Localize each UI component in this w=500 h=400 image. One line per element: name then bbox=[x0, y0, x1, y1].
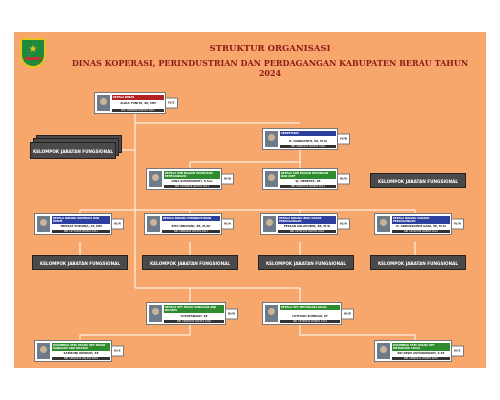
person-name: LUTFIADI ZUHRIAN, ST bbox=[292, 315, 328, 318]
position-title: SEKRETARIS bbox=[280, 131, 336, 136]
person-nip: NIP. 19860212 200903 2007 bbox=[392, 357, 450, 360]
berau-regency-logo: ★ bbox=[20, 38, 46, 68]
position-title: KASUBBAG TATA USAHA UPT METROLOGI LEGAL bbox=[392, 343, 450, 351]
position-title: KEPALA DINAS bbox=[112, 95, 164, 100]
bidang-sarana-card[interactable]: KEPALA BIDANG SARANA PERDAGANGAN H. ABDU… bbox=[374, 213, 464, 235]
position-title: KEPALA SUB BAGIAN UMUM DAN KEPEGAWAIAN bbox=[164, 171, 220, 179]
person-name: YUSUFANSAH, SE bbox=[180, 315, 208, 318]
person-nip: NIP. 19830205 200701 1002 bbox=[164, 320, 224, 323]
grade-badge: IV/A bbox=[337, 218, 350, 230]
sekretaris-card[interactable]: SEKRETARIS H. HARDIANTO, SE, M.Si NIP. 1… bbox=[262, 128, 350, 150]
person-nip: NIP. 19680602199303 2007 bbox=[112, 109, 164, 112]
person-name: SAMSUNI INDRIAH, SE bbox=[63, 352, 99, 355]
grade-badge: IV/B bbox=[337, 133, 350, 145]
grade-badge: III/D bbox=[221, 173, 234, 185]
person-name: RITA INDAYANI, SE, M.AP bbox=[171, 225, 211, 228]
person-photo bbox=[263, 216, 276, 232]
person-name: SRI DEWI ASTIANINGSIH, S.ST bbox=[397, 352, 445, 355]
person-photo bbox=[37, 343, 50, 359]
person-name: H. HARDIANTO, SE, M.Si bbox=[289, 140, 327, 143]
person-name: H. ABDURRAHIM GANI, SE, M.Si bbox=[396, 225, 446, 228]
grade-badge: III/C bbox=[451, 345, 464, 357]
position-title: KEPALA BIDANG PERINDUSTRIAN bbox=[162, 216, 220, 221]
kasubbag-upt-pasar-card[interactable]: KASUBBAG TATA USAHA UPT PASAR SANGGAM AD… bbox=[34, 340, 124, 362]
person-photo bbox=[149, 171, 162, 187]
position-title: KEPALA SUB BAGIAN KEUANGAN DAN ASET bbox=[280, 171, 336, 179]
position-title: KEPALA UPT PASAR SANGGAM ADJI DILAYAS bbox=[164, 305, 224, 313]
person-name: TRIKSAT SURIANA, ST, MM bbox=[60, 225, 102, 228]
fungsional-perindustrian: KELOMPOK JABATAN FUNGSIONAL bbox=[142, 255, 238, 270]
fungsional-bina-usaha: KELOMPOK JABATAN FUNGSIONAL bbox=[258, 255, 354, 270]
person-photo bbox=[149, 305, 162, 322]
person-name: ALIDA YUNITA, SE, MM bbox=[120, 102, 156, 105]
person-photo bbox=[377, 343, 390, 359]
grade-badge: III/D bbox=[225, 308, 238, 319]
kasubbag-upt-metrologi-card[interactable]: KASUBBAG TATA USAHA UPT METROLOGI LEGAL … bbox=[374, 340, 464, 362]
person-photo bbox=[97, 95, 110, 111]
person-photo bbox=[147, 216, 160, 232]
grade-badge: III/C bbox=[111, 345, 124, 357]
person-nip: NIP. 19810715 200903 2011 bbox=[280, 185, 336, 188]
fungsional-koperasi: KELOMPOK JABATAN FUNGSIONAL bbox=[32, 255, 128, 270]
person-nip: NIP. 19770405 200501 1011 bbox=[52, 230, 110, 233]
person-nip: NIP. 19801215 200502 1002 bbox=[280, 145, 336, 148]
page-subtitle: DINAS KOPERASI, PERINDUSTRIAN DAN PERDAG… bbox=[71, 58, 469, 78]
upt-pasar-card[interactable]: KEPALA UPT PASAR SANGGAM ADJI DILAYAS YU… bbox=[146, 302, 238, 325]
grade-badge: IV/A bbox=[111, 218, 124, 230]
position-title: KEPALA BIDANG BINA USAHA PERDAGANGAN bbox=[278, 216, 336, 224]
position-title: KASUBBAG TATA USAHA UPT PASAR SANGGAM AD… bbox=[52, 343, 110, 351]
star-icon: ★ bbox=[28, 44, 38, 55]
person-photo bbox=[377, 216, 390, 232]
position-title: KEPALA BIDANG SARANA PERDAGANGAN bbox=[392, 216, 450, 224]
person-nip: NIP. 19790826 200701 2011 bbox=[164, 185, 220, 188]
person-nip: NIP. 19790520 200801 1012 bbox=[280, 320, 340, 323]
person-nip: NIP. 19820522 201001 2016 bbox=[52, 357, 110, 360]
bidang-perindustrian-card[interactable]: KEPALA BIDANG PERINDUSTRIAN RITA INDAYAN… bbox=[144, 213, 234, 235]
position-title: KEPALA BIDANG KOPERASI DAN UMKM bbox=[52, 216, 110, 224]
person-photo bbox=[265, 305, 278, 322]
person-name: DINA KUSUMAWATI, S.Sos bbox=[171, 180, 213, 183]
position-title: KEPALA UPT METROLOGI LEGAL bbox=[280, 305, 340, 310]
kepala-dinas-card[interactable]: KEPALA DINAS ALIDA YUNITA, SE, MM NIP. 1… bbox=[94, 92, 178, 114]
page-title: STRUKTUR ORGANISASI bbox=[209, 44, 331, 54]
upt-metrologi-card[interactable]: KEPALA UPT METROLOGI LEGAL LUTFIADI ZUHR… bbox=[262, 302, 354, 325]
person-nip: NIP. 19760702 200003 1012 bbox=[392, 230, 450, 233]
logo-band bbox=[25, 57, 41, 60]
grade-badge: III/D bbox=[341, 308, 354, 319]
person-photo bbox=[37, 216, 50, 232]
person-name: SJ. HERMITA, SE bbox=[295, 180, 321, 183]
fungsional-top-left: KELOMPOK JABATAN FUNGSIONAL bbox=[30, 142, 116, 159]
grade-badge: IV/A bbox=[221, 218, 234, 230]
kasubbag-keuangan-card[interactable]: KEPALA SUB BAGIAN KEUANGAN DAN ASET SJ. … bbox=[262, 168, 350, 190]
grade-badge: IV/A bbox=[451, 218, 464, 230]
fungsional-sarana: KELOMPOK JABATAN FUNGSIONAL bbox=[370, 255, 466, 270]
person-photo bbox=[265, 171, 278, 187]
bidang-koperasi-card[interactable]: KEPALA BIDANG KOPERASI DAN UMKM TRIKSAT … bbox=[34, 213, 124, 235]
person-nip: NIP. 19791103 200701 1004 bbox=[278, 230, 336, 233]
person-nip: NIP. 19800402 200701 2017 bbox=[162, 230, 220, 233]
fungsional-sekretariat: KELOMPOK JABATAN FUNGSIONAL bbox=[370, 173, 466, 188]
grade-badge: IV/C bbox=[165, 97, 178, 109]
person-photo bbox=[265, 131, 278, 147]
bidang-bina-usaha-card[interactable]: KEPALA BIDANG BINA USAHA PERDAGANGAN FER… bbox=[260, 213, 350, 235]
kasubbag-umum-card[interactable]: KEPALA SUB BAGIAN UMUM DAN KEPEGAWAIAN D… bbox=[146, 168, 234, 190]
org-chart-board bbox=[14, 32, 486, 368]
grade-badge: III/D bbox=[337, 173, 350, 185]
person-name: FERLAN SALAHUDIN, SE, M.Si bbox=[283, 225, 331, 228]
